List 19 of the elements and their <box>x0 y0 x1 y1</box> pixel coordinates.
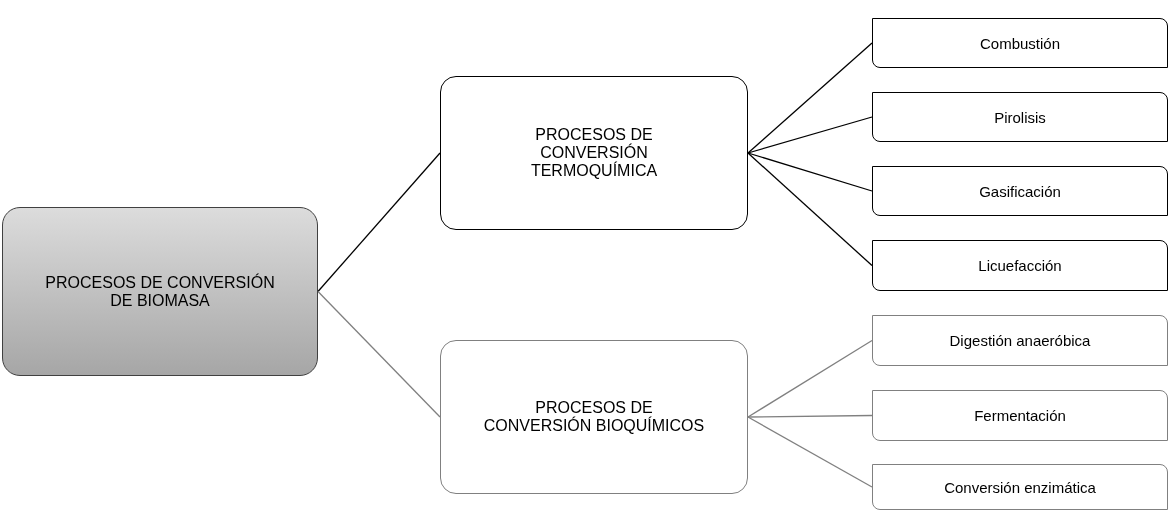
process-box: Conversión enzimática <box>872 464 1168 510</box>
process-box: Combustión <box>872 18 1168 68</box>
connector-line <box>317 152 441 293</box>
connector-line <box>747 152 873 192</box>
category-box: PROCESOS DE CONVERSIÓN BIOQUÍMICOS <box>440 340 748 494</box>
root-process-box: PROCESOS DE CONVERSIÓN DE BIOMASA <box>2 207 318 376</box>
connector-line <box>747 42 873 154</box>
connector-line <box>747 152 873 267</box>
process-box: Pirolisis <box>872 92 1168 142</box>
process-box: Fermentación <box>872 390 1168 441</box>
connector-line <box>747 414 873 418</box>
category-box: PROCESOS DE CONVERSIÓN TERMOQUÍMICA <box>440 76 748 230</box>
process-box: Licuefacción <box>872 240 1168 291</box>
connector-line <box>747 339 873 418</box>
process-box: Gasificación <box>872 166 1168 216</box>
connector-line <box>317 290 441 418</box>
process-box: Digestión anaeróbica <box>872 315 1168 366</box>
connector-line <box>747 116 873 154</box>
connector-line <box>747 416 873 488</box>
